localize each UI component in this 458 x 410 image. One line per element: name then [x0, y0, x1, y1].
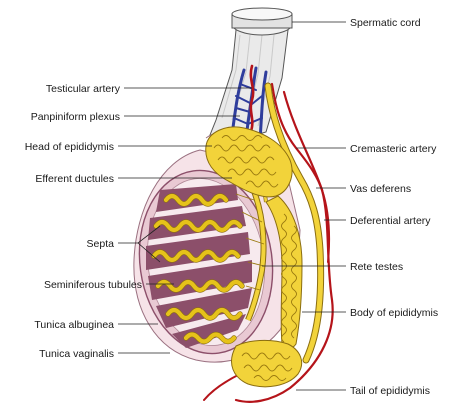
rete-testes — [235, 184, 267, 322]
label-spermatic-cord: Spermatic cord — [350, 17, 421, 29]
tail-of-epididymis — [231, 339, 303, 388]
leader-septa-2 — [137, 242, 161, 263]
label-rete-testes: Rete testes — [350, 261, 403, 273]
label-septa: Septa — [87, 238, 115, 250]
vas-deferens — [264, 82, 325, 364]
label-efferent-ductules: Efferent ductules — [35, 173, 114, 185]
leader-lines — [118, 21, 346, 391]
label-body-of-epididymis: Body of epididymis — [350, 307, 438, 319]
label-head-of-epididymis: Head of epididymis — [25, 141, 114, 153]
label-panpiniform-plexus: Panpiniform plexus — [31, 111, 120, 123]
label-deferential-artery: Deferential artery — [350, 215, 431, 227]
label-tunica-albuginea: Tunica albuginea — [34, 319, 114, 331]
label-vas-deferens: Vas deferens — [350, 183, 411, 195]
label-cremasteric-artery: Cremasteric artery — [350, 143, 437, 155]
label-tunica-vaginalis: Tunica vaginalis — [39, 348, 114, 360]
label-seminiferous-tubules: Seminiferous tubules — [44, 279, 142, 291]
label-tail-of-epididymis: Tail of epididymis — [350, 385, 430, 397]
seminiferous-tubules — [146, 184, 252, 348]
labels: Spermatic cord Testicular artery Panpini… — [25, 17, 438, 397]
label-testicular-artery: Testicular artery — [46, 83, 121, 95]
head-of-epididymis — [205, 126, 293, 198]
